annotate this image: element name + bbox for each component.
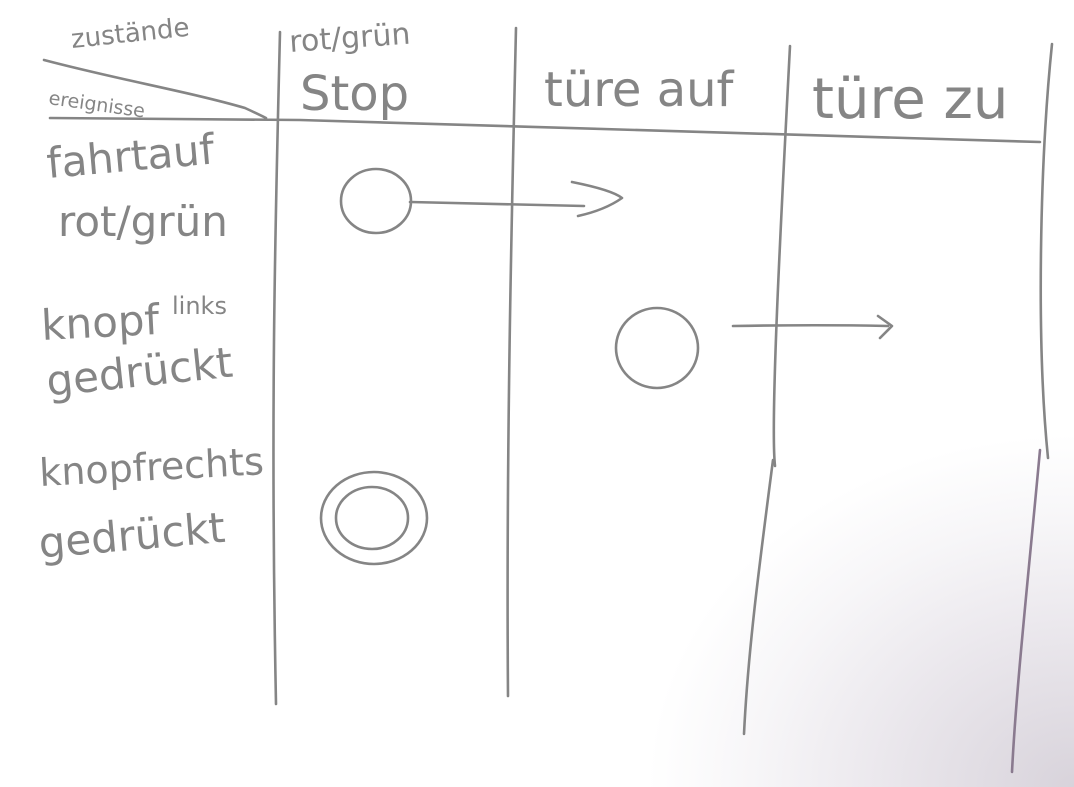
event-label-knopf-rechts: knopfrechts	[38, 439, 265, 495]
cell-knopf-rechts-stop	[319, 470, 429, 566]
state-header-stop: Stop	[300, 66, 409, 122]
event-label-links-superscript: links	[172, 292, 227, 320]
cell-knopf-links-tuere-auf	[614, 306, 894, 390]
event-label-rotgruen: rot/grün	[58, 197, 228, 246]
transition-arrow-line	[731, 323, 890, 328]
state-header-tuere-auf: türe auf	[544, 62, 735, 118]
event-label-gedrueckt-2: gedrückt	[37, 503, 227, 568]
column-divider-1	[272, 30, 282, 706]
state-marker-circle	[339, 167, 413, 235]
column-divider-4	[1039, 42, 1054, 460]
transition-arrow-head	[570, 180, 624, 218]
column-divider-2	[506, 26, 518, 698]
column-divider-3-lower	[742, 458, 775, 736]
corner-label-states: zustände	[70, 13, 191, 55]
transition-arrow-line	[408, 200, 586, 208]
transition-arrow-head	[876, 314, 894, 340]
state-marker-circle	[614, 306, 700, 390]
header-separator-line	[48, 116, 1042, 144]
event-label-fahrtauf: fahrtauf	[45, 124, 218, 188]
final-state-marker-inner-circle	[334, 485, 410, 551]
corner-diagonal-line	[42, 58, 268, 120]
event-label-knopf-links: knopf	[40, 295, 162, 350]
state-header-stop-sublabel: rot/grün	[288, 17, 411, 60]
column-divider-4-lower	[1010, 448, 1042, 774]
cell-fahrtauf-stop	[339, 167, 624, 235]
state-header-tuere-zu: türe zu	[812, 67, 1008, 132]
final-state-marker-outer-circle	[319, 470, 429, 566]
column-divider-3	[772, 44, 792, 468]
